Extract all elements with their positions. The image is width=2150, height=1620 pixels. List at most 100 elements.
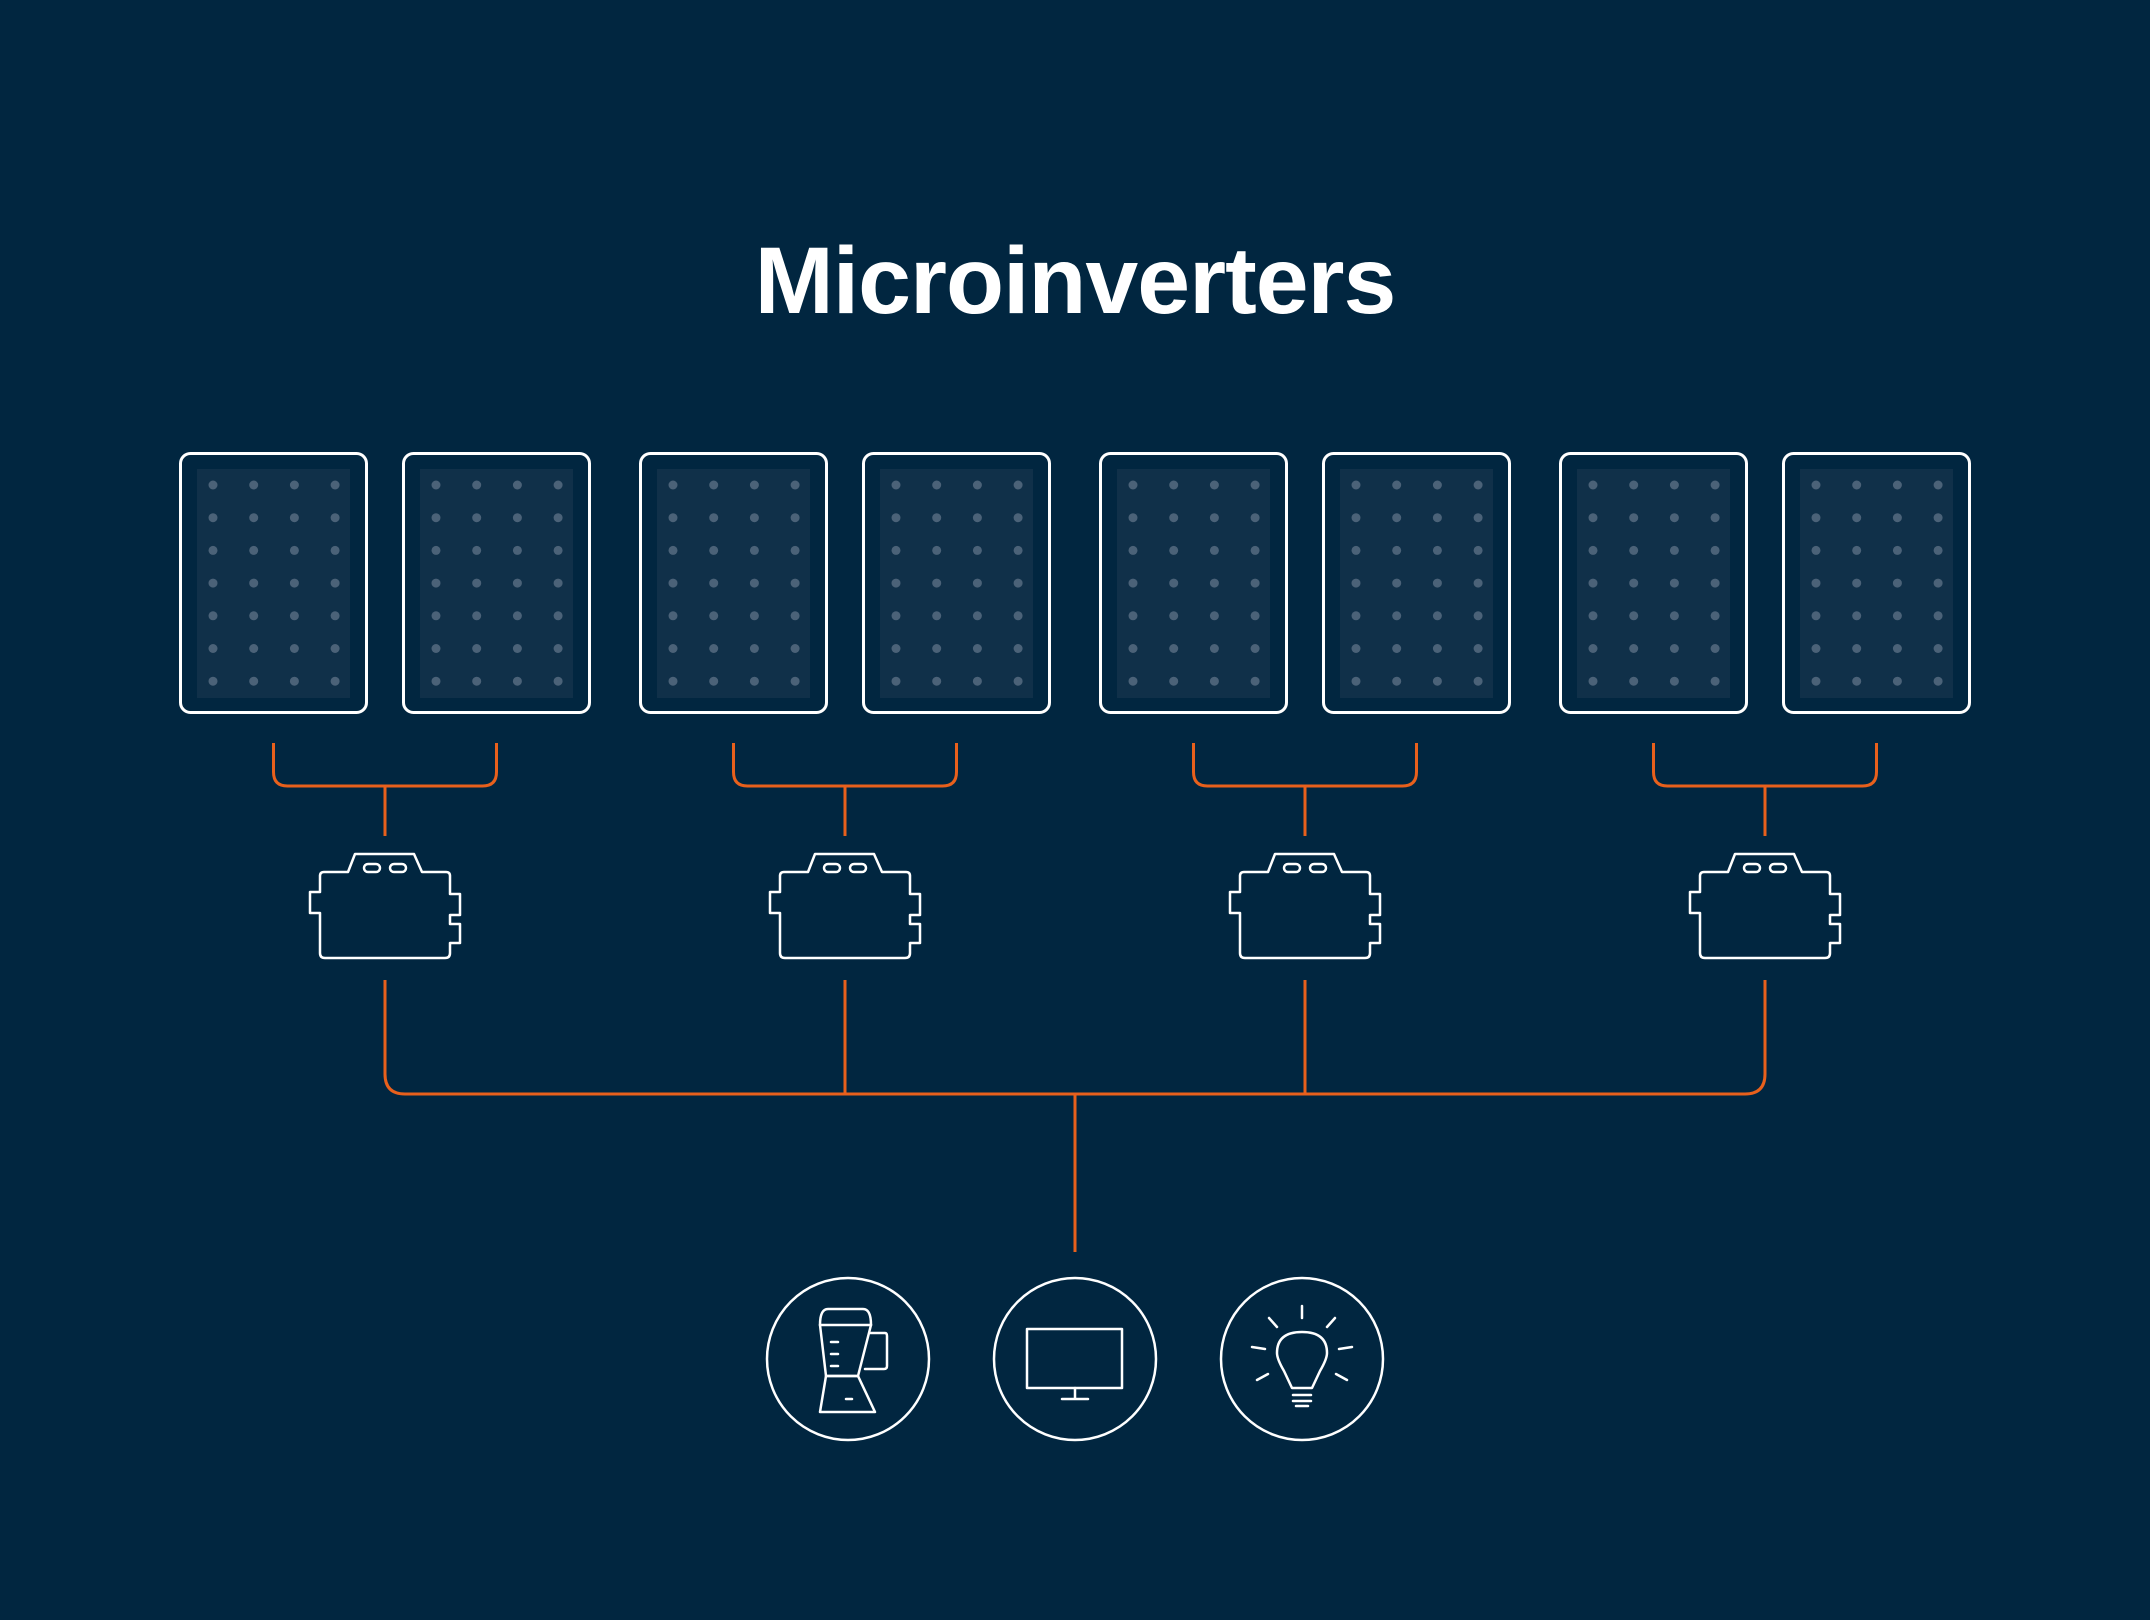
panel-cell [790,578,800,588]
panel-cell [431,480,441,490]
panel-cell [1710,676,1720,686]
panel-cell [1933,578,1943,588]
tv-icon [1025,1327,1124,1401]
panel-cell [208,513,218,523]
panel-cell [1128,676,1138,686]
panel-cell [1473,611,1483,621]
panel-cell [790,513,800,523]
panel-cell [1250,513,1260,523]
wiring [272,743,1878,1252]
panel-cell [472,611,482,621]
panel-cell [1351,545,1361,555]
panel-group-1 [179,452,591,714]
panel-cell [249,578,259,588]
panel-cell [1169,644,1179,653]
panel-cell [1669,644,1679,653]
panel-cell [1432,644,1442,653]
microinverter-icon [1688,852,1842,960]
panel-cell [472,676,482,686]
inverter-port [1768,862,1788,874]
panel-cell [1473,545,1483,555]
solar-panel [639,452,828,714]
panel-cell [1933,676,1943,686]
panel-cell [1710,480,1720,490]
panel-cell [1588,513,1598,523]
panel-cell [1351,644,1361,653]
panel-cell [330,644,340,653]
panel-cell [289,578,299,588]
panel-cell [1013,545,1023,555]
panel-cell [1473,513,1483,523]
panel-cell [1128,578,1138,588]
panel-cell [1128,545,1138,555]
panel-cell [431,545,441,555]
panel-cell [512,545,522,555]
panel-cell [1250,611,1260,621]
panel-cell [749,611,759,621]
panel-cell [891,578,901,588]
panel-cell [1710,578,1720,588]
panel-cell [1669,513,1679,523]
appliance-circle [765,1276,931,1442]
panel-cell [891,644,901,653]
panel-cell [972,611,982,621]
panel-cell [1392,480,1402,490]
inverter-port [1282,862,1302,874]
panel-cell [330,611,340,621]
panel-cell [289,545,299,555]
panel-cell [330,480,340,490]
panel-surface [880,469,1033,698]
panel-cell [1669,578,1679,588]
tv-stand [1060,1386,1090,1401]
panel-cell [668,611,678,621]
panel-cell [1811,611,1821,621]
appliance-circle [992,1276,1158,1442]
panel-cell [709,545,719,555]
panel-cell [208,644,218,653]
panel-cell [208,480,218,490]
panel-cell [972,644,982,653]
inverter-port [388,862,408,874]
panel-cell [1432,611,1442,621]
panel-cell [1852,676,1862,686]
panel-bracket-wire [1192,743,1418,788]
panel-cell [431,644,441,653]
panel-group-3 [1099,452,1511,714]
panel-cell [668,676,678,686]
panel-surface [657,469,810,698]
panel-cell [1892,480,1902,490]
panel-cell [1392,676,1402,686]
panel-cell [553,611,563,621]
panel-cell [1629,578,1639,588]
panel-cell [1169,611,1179,621]
panel-cell [208,578,218,588]
blender-appliance [765,1276,931,1442]
panel-cell [972,480,982,490]
panel-cell [472,480,482,490]
panel-cell [1933,545,1943,555]
appliances [765,1276,1385,1442]
panel-bracket-wire [272,743,498,788]
panel-cell [208,545,218,555]
solar-panel [1782,452,1971,714]
panel-cell [1351,611,1361,621]
solar-panel [1559,452,1748,714]
panel-cell [208,611,218,621]
panel-cell [1209,545,1219,555]
panel-cell [1209,676,1219,686]
panel-cell [1588,611,1598,621]
solar-panel [862,452,1051,714]
panel-cell [1209,513,1219,523]
panel-cell [1209,480,1219,490]
panel-cell [1852,545,1862,555]
panel-cell [249,644,259,653]
panel-cell [1128,513,1138,523]
panel-bracket-wire [1652,743,1878,788]
panel-cell [1892,644,1902,653]
panel-cell [472,644,482,653]
diagram-title: Microinverters [754,228,1397,334]
panel-cell [749,480,759,490]
television-appliance [992,1276,1158,1442]
panel-cell [932,611,942,621]
panel-cell [1169,513,1179,523]
